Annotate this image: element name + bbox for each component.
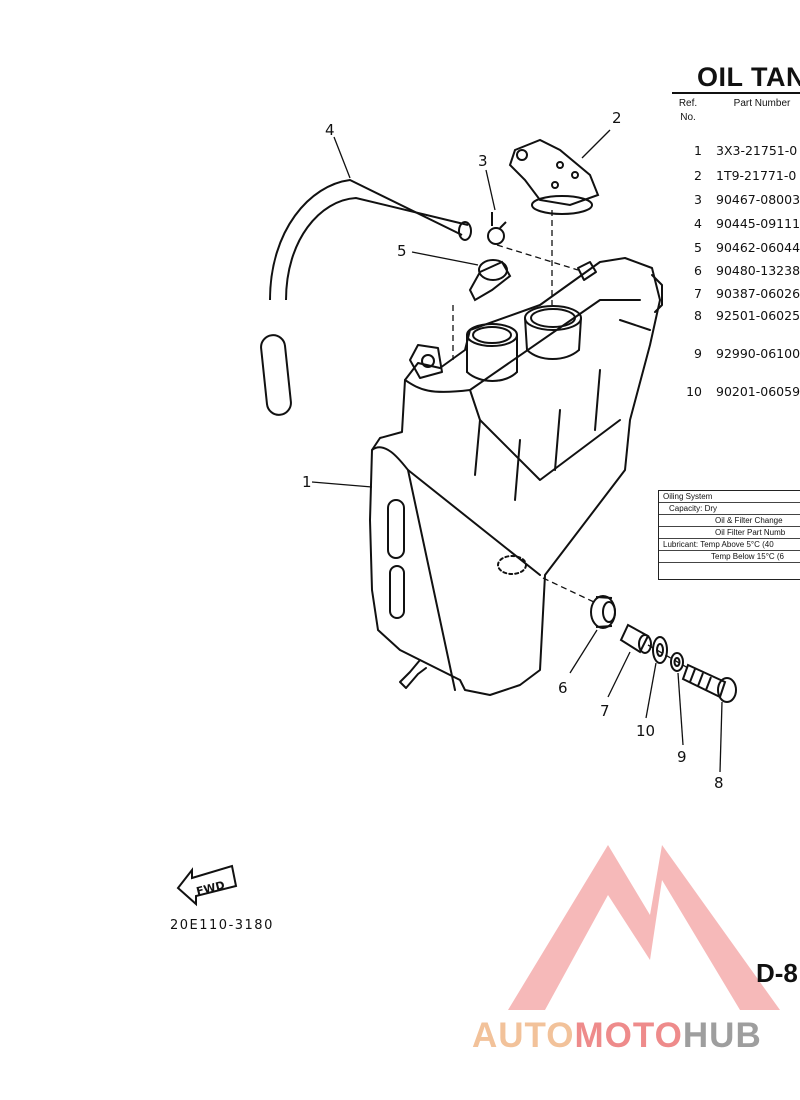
callout-2: 2 xyxy=(612,109,622,127)
callout-7: 7 xyxy=(600,702,610,720)
fwd-arrow xyxy=(176,864,238,907)
spec-row: Oil Filter Part Numb xyxy=(659,527,800,539)
breather-hose xyxy=(260,178,472,416)
oil-tank-cap xyxy=(508,138,600,215)
page-title: OIL TAN xyxy=(697,62,800,92)
callout-6: 6 xyxy=(558,679,568,697)
callout-1: 1 xyxy=(302,473,312,491)
plain-washer xyxy=(652,636,668,664)
oil-tank xyxy=(369,257,661,696)
spec-row: Oiling System xyxy=(659,491,800,503)
bolt xyxy=(681,663,737,703)
hose-clamp xyxy=(468,259,512,302)
grommet xyxy=(590,595,616,629)
spec-row: Capacity: Dry xyxy=(659,503,800,515)
leader-lines xyxy=(311,129,723,773)
spec-row: Oil & Filter Change xyxy=(659,515,800,527)
hose-clip xyxy=(487,212,507,245)
callout-8: 8 xyxy=(714,774,724,792)
lock-washer xyxy=(670,652,684,672)
collar xyxy=(619,623,652,654)
ref-no-header: Ref. No. xyxy=(678,98,698,123)
title-rule xyxy=(672,92,800,94)
oiling-spec-box: Oiling System Capacity: Dry Oil & Filter… xyxy=(658,490,800,580)
callout-10: 10 xyxy=(636,722,655,740)
spec-row: Temp Below 15°C (6 xyxy=(659,551,800,563)
callout-9: 9 xyxy=(677,748,687,766)
diagram-code: 20E110-3180 xyxy=(170,918,274,933)
watermark-logo xyxy=(508,845,780,1010)
callout-3: 3 xyxy=(478,152,488,170)
watermark-text: AUTOMOTOHUB xyxy=(472,1016,762,1055)
spec-row: Lubricant: Temp Above 5°C (40 xyxy=(659,539,800,551)
page-label: D-8 xyxy=(756,958,798,988)
callout-4: 4 xyxy=(325,121,335,139)
callout-5: 5 xyxy=(397,242,407,260)
part-number-header: Part Number xyxy=(733,98,791,109)
